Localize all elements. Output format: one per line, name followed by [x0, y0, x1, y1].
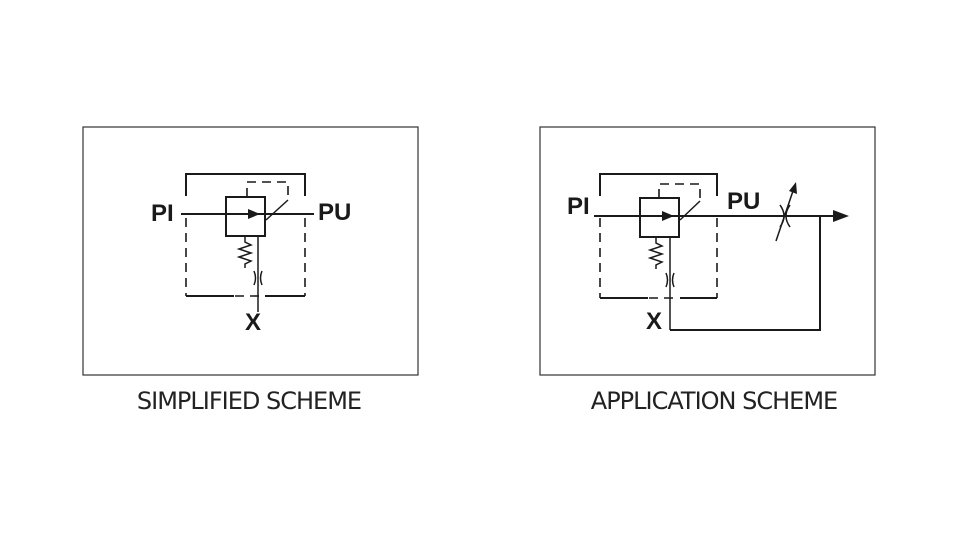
simplified-pilot-arrow	[265, 199, 289, 221]
application-valve-element	[639, 183, 701, 238]
variable-throttle-icon	[775, 182, 797, 242]
simplified-valve-element	[225, 181, 289, 237]
simplified-spring	[236, 237, 254, 268]
application-spring	[647, 238, 665, 269]
application-return-line	[670, 216, 821, 331]
simplified-frame	[82, 126, 419, 376]
application-port-in-label: PI	[567, 193, 590, 220]
application-pilot-arrow	[679, 200, 701, 221]
simplified-port-pilot-label: X	[245, 309, 261, 336]
application-orifice-icon	[665, 272, 675, 288]
application-port-out-label: PU	[727, 188, 760, 215]
simplified-port-in-label: PI	[151, 200, 174, 227]
simplified-port-out-label: PU	[318, 199, 351, 226]
simplified-caption: SIMPLIFIED SCHEME	[137, 387, 361, 415]
simplified-body-outline	[185, 173, 306, 297]
application-body-outline	[599, 173, 718, 299]
simplified-scheme-panel: PI PU X SIMPLIFIED SCHEME	[82, 126, 419, 415]
application-outlet-arrow	[833, 210, 849, 222]
application-caption: APPLICATION SCHEME	[591, 387, 837, 415]
application-port-pilot-label: X	[646, 308, 662, 335]
application-scheme-panel: PI PU X APPLICATION SCHEME	[539, 126, 876, 415]
application-frame	[539, 126, 876, 376]
simplified-orifice-icon	[253, 270, 263, 286]
